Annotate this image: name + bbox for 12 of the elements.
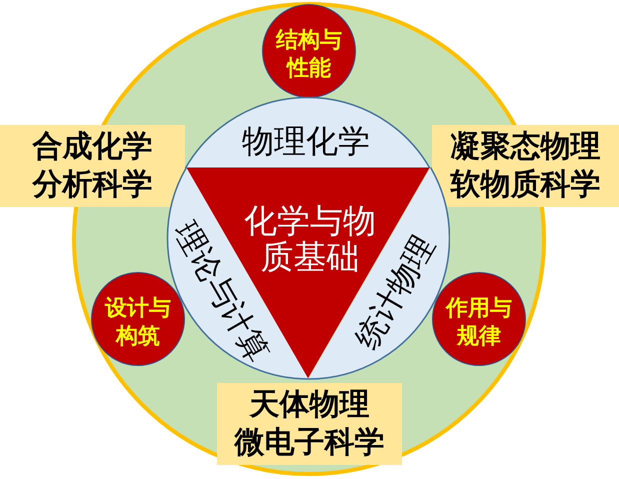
topic-circle: 结构与性能 [262,4,356,98]
field-name: 分析科学 [32,167,152,203]
field-box [0,125,185,207]
topic-circle: 作用与规律 [432,272,526,366]
circle-segment: 物理化学 [184,96,432,169]
field-name: 凝聚态物理 [450,129,600,165]
field-box [432,125,619,207]
field-name: 软物质科学 [450,167,600,203]
field-name: 合成化学 [32,129,152,165]
field-name: 微电子科学 [234,425,384,461]
topic-circle: 设计与构筑 [91,272,185,366]
field-name: 天体物理 [250,387,370,423]
